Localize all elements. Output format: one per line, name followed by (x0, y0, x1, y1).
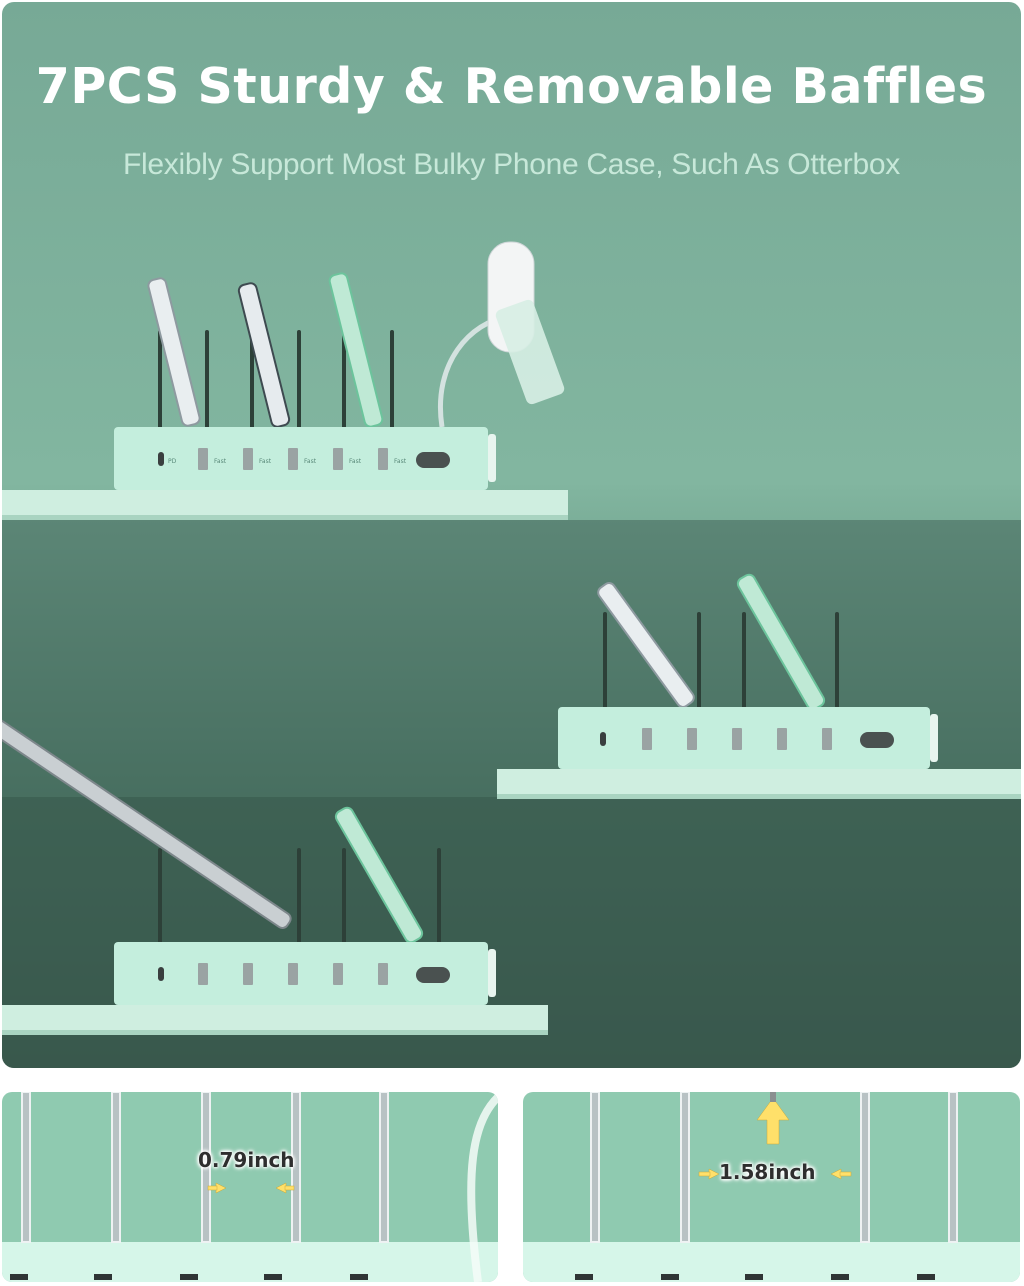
phone (328, 272, 384, 428)
hero-illustration: PD Fast Fast Fast Fast Fast (2, 241, 1021, 1068)
earbuds-case (438, 241, 565, 428)
top-shelf-group: PD Fast Fast Fast Fast Fast (2, 241, 568, 520)
baffles-middle (603, 612, 839, 709)
phone (597, 582, 695, 708)
charging-station-top: PD Fast Fast Fast Fast Fast (114, 427, 496, 490)
spacing-label-narrow: 0.79inch (198, 1148, 295, 1172)
port-label-fast: Fast (349, 458, 362, 465)
port-label-fast: Fast (259, 458, 272, 465)
shelf-middle (497, 769, 1021, 797)
product-hero-image: PD Fast Fast Fast Fast Fast (2, 2, 1021, 1068)
up-arrow-icon (756, 1097, 790, 1145)
phone (736, 573, 826, 711)
spacing-label-wide: 1.58inch (719, 1160, 816, 1184)
detail-narrow-spacing: 0.79inch (2, 1092, 498, 1282)
tablet (2, 705, 292, 929)
charging-station-bottom (114, 942, 496, 1005)
port-label-fast: Fast (394, 458, 407, 465)
baffles-bottom (158, 848, 441, 944)
headline-subtitle: Flexibly Support Most Bulky Phone Case, … (123, 148, 900, 181)
phone (147, 277, 201, 427)
middle-shelf-group (497, 573, 1021, 799)
baffle-closeup-wide (523, 1092, 1020, 1282)
baffle-closeup-narrow (2, 1092, 498, 1282)
charging-station-middle (558, 707, 938, 769)
port-label-fast: Fast (214, 458, 227, 465)
port-label-pd: PD (168, 458, 177, 465)
detail-wide-spacing: 1.58inch (523, 1092, 1020, 1282)
shelf-top (2, 490, 568, 518)
bottom-shelf-group (2, 705, 548, 1035)
shelf-bottom (2, 1005, 548, 1033)
phone (237, 282, 291, 428)
baffles-top (158, 330, 394, 429)
port-label-fast: Fast (304, 458, 317, 465)
headline-title: 7PCS Sturdy & Removable Baffles (35, 58, 988, 115)
phone (334, 806, 424, 944)
